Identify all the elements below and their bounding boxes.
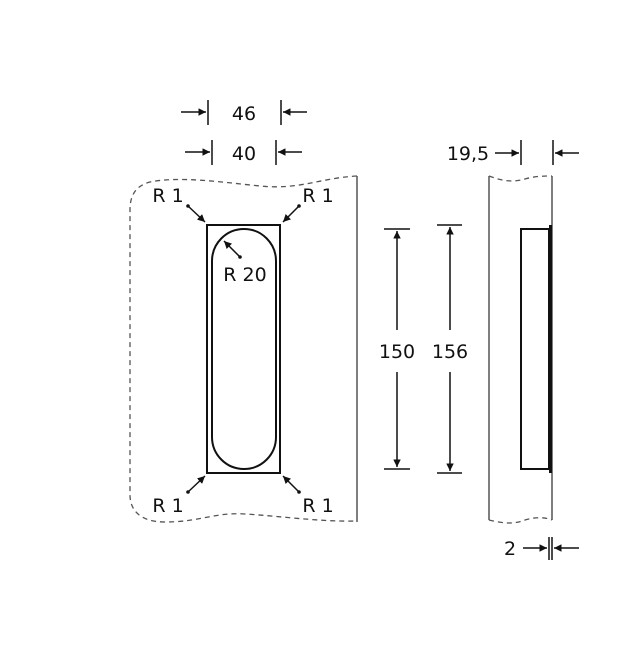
door-top-dashed (488, 175, 553, 182)
side-view: 19,5 2 (447, 140, 579, 560)
dim-inner-height: 150 (379, 341, 415, 363)
radius-label: R 1 (152, 185, 183, 207)
door-outline-dashed (129, 175, 358, 523)
door-bottom-dashed (488, 517, 553, 524)
radius-label: R 1 (302, 495, 333, 517)
radius-label-recess: R 20 (223, 264, 266, 286)
dim-outer-width: 46 (232, 103, 256, 125)
dim-depth: 19,5 (447, 143, 489, 165)
handle-recess (211, 228, 277, 470)
dim-outer-height: 156 (432, 341, 468, 363)
front-view: 46 40 R 1 R 1 R 1 R 1 R 20 150 (129, 100, 468, 523)
handle-flange-side (549, 225, 552, 473)
handle-plate (206, 224, 281, 474)
radius-label: R 1 (302, 185, 333, 207)
handle-body-side (520, 228, 550, 470)
dim-inner-width: 40 (232, 143, 256, 165)
radius-label: R 1 (152, 495, 183, 517)
dim-flange: 2 (504, 538, 516, 560)
